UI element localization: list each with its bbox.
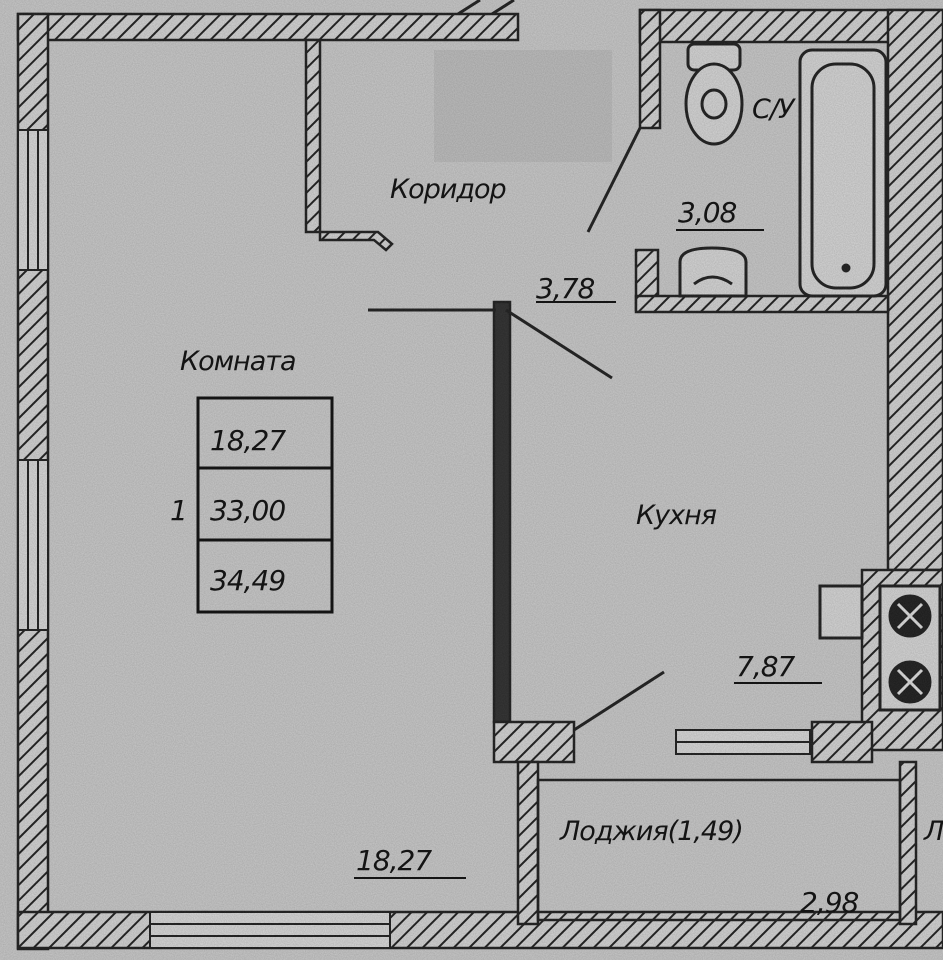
bathroom-area: 3,08: [678, 196, 737, 229]
summary-total-with-loggia: 34,49: [210, 564, 285, 597]
corridor-area: 3,78: [536, 272, 595, 305]
area-summary-table: [196, 396, 334, 614]
summary-rooms-count: 1: [170, 494, 187, 527]
bathroom-name: С/У: [752, 94, 796, 125]
kitchen-area: 7,87: [736, 650, 796, 683]
loggia-cut-label: Л: [923, 816, 943, 847]
corridor-name: Коридор: [390, 174, 506, 205]
summary-living-area: 18,27: [210, 424, 286, 457]
summary-total-area: 33,00: [210, 494, 285, 527]
room-name: Комната: [180, 346, 296, 377]
loggia-name: Лоджия(1,49): [559, 816, 743, 847]
room-area: 18,27: [356, 844, 432, 877]
kitchen-name: Кухня: [636, 500, 717, 531]
loggia-area: 2,98: [800, 886, 859, 919]
